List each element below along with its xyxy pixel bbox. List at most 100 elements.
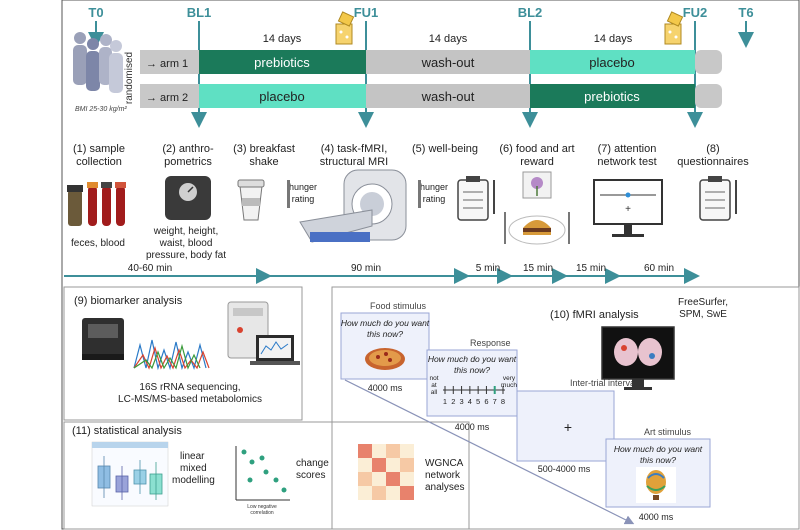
step1-title-line2: collection [76, 156, 122, 168]
breakfast-shake-cup-icon [237, 179, 265, 221]
sequencer-icon [82, 318, 124, 360]
statistics-panel-border [63, 421, 470, 530]
chromatogram-icon [133, 339, 210, 371]
lmm-line3: modelling [172, 475, 215, 486]
art-stimulus-label: Art stimulus [644, 427, 692, 437]
questionnaire-clipboard-icon [699, 176, 737, 221]
iti-label: Inter-trial interval [570, 378, 637, 388]
arm2-end-bar [695, 84, 722, 108]
timepoint-fu2: FU2 [683, 5, 708, 20]
arm2-washout-bar [366, 84, 530, 108]
wgcna-line3: analyses [425, 482, 464, 493]
step7-title-line2: network test [597, 156, 656, 168]
biomarker-panel-border [63, 286, 303, 421]
arm2-seg1-label: placebo [259, 89, 305, 104]
hunger-rating-bar-icon-2 [418, 180, 421, 208]
step8-title-line1: (8) [706, 143, 719, 155]
days-label-1: 14 days [263, 33, 302, 45]
weight-scale-icon [165, 176, 211, 220]
arm1-end-bar [695, 50, 722, 74]
duration-1: 40-60 min [128, 263, 172, 274]
sample-tubes-icon [67, 182, 126, 226]
biomarker-desc-line2: LC-MS/MS-based metabolomics [118, 394, 262, 405]
arm1-start-bar [140, 50, 200, 74]
brain-monitor-icon [601, 326, 675, 390]
duration-3: 5 min [476, 263, 500, 274]
biomarker-panel: (9) biomarker analysis 16S rRNA sequenci… [63, 286, 303, 421]
pizza-icon [365, 348, 405, 370]
arm1-label: → arm 1 [146, 58, 188, 70]
step2-sub-line3: pressure, body fat [146, 250, 226, 261]
mri-scanner-icon [299, 169, 407, 243]
step2-title-line1: (2) anthro- [162, 143, 214, 155]
wgcna-line2: network [425, 470, 461, 481]
response-card [426, 349, 518, 417]
timepoint-bl2: BL2 [518, 5, 543, 20]
laptop-icon [250, 335, 300, 365]
corr-caption-line1: Low negative [247, 504, 277, 510]
svg-text:+: + [625, 204, 631, 215]
art-and-food-icon [504, 171, 570, 245]
timepoint-bl1: BL1 [187, 5, 212, 20]
boxplot-icon [91, 441, 169, 507]
response-ms: 4000 ms [455, 422, 490, 432]
very-much-2: much [501, 382, 517, 389]
arm2-start-bar [140, 84, 200, 108]
step3-hunger: hunger [289, 182, 317, 192]
negative-correlation-scatter-icon [235, 446, 290, 501]
art-ms: 4000 ms [639, 512, 674, 522]
iti-ms: 500-4000 ms [538, 464, 591, 474]
days-label-3: 14 days [594, 33, 633, 45]
arm2-label: → arm 2 [146, 92, 188, 104]
fmri-tools-line2: SPM, SwE [679, 309, 727, 320]
step2-title-line2: pometrics [164, 156, 212, 168]
step3-title-line1: (3) breakfast [233, 143, 295, 155]
step6-title-line2: reward [520, 156, 554, 168]
step5-rating: rating [423, 194, 446, 204]
rating-number: 5 [476, 397, 480, 406]
not-at-all-3: all [431, 389, 438, 396]
procedure-steps: (1) sample collection (2) anthro- pometr… [67, 143, 749, 261]
step5-hunger: hunger [420, 182, 448, 192]
step5-title: (5) well-being [412, 143, 478, 155]
supplement-drink-icon [335, 11, 355, 45]
food-ms: 4000 ms [368, 383, 403, 393]
duration-6: 60 min [644, 263, 674, 274]
supplement-drink-icon-2 [664, 11, 684, 45]
change-scores-line2: scores [296, 470, 325, 481]
corr-caption-line2: correlation [250, 510, 274, 516]
response-question-line2: this now? [454, 365, 490, 375]
rating-number: 1 [443, 397, 447, 406]
very-much-1: very [503, 375, 516, 382]
task-panel: Food stimulus How much do you want this … [331, 286, 800, 530]
fmri-title: (10) fMRI analysis [550, 309, 639, 321]
hunger-rating-bar-icon [287, 180, 290, 208]
duration-4: 15 min [523, 263, 553, 274]
lmm-line1: linear [180, 451, 205, 462]
arm1-seg1-label: prebiotics [254, 55, 310, 70]
arm2-seg2-label: wash-out [421, 89, 475, 104]
arm2-placebo-bar [199, 84, 366, 108]
rating-number: 4 [468, 397, 472, 406]
not-at-all-1: not [429, 375, 438, 382]
not-at-all-2: at [431, 382, 437, 389]
biomarker-desc-line1: 16S rRNA sequencing, [139, 382, 240, 393]
hot-air-balloon-icon [636, 467, 676, 503]
step7-title-line1: (7) attention [598, 143, 657, 155]
food-question-line2: this now? [367, 329, 403, 339]
statistics-panel: (11) statistical analysis linear mixed m… [63, 421, 470, 530]
step4-title-line2: structural MRI [320, 156, 388, 168]
step6-title-line1: (6) food and art [499, 143, 574, 155]
biomarker-title: (9) biomarker analysis [74, 295, 183, 307]
change-scores-line1: change [296, 458, 329, 469]
step2-sub-line2: waist, blood [159, 238, 213, 249]
step1-subtitle: feces, blood [71, 238, 125, 249]
arm2-seg3-label: prebiotics [584, 89, 640, 104]
bmi-label: BMI 25-30 kg/m² [75, 106, 127, 113]
step3-title-line2: shake [249, 156, 278, 168]
lmm-line2: mixed [180, 463, 207, 474]
duration-2: 90 min [351, 263, 381, 274]
rating-number: 2 [451, 397, 455, 406]
arm2-prebiotics-bar [530, 84, 695, 108]
